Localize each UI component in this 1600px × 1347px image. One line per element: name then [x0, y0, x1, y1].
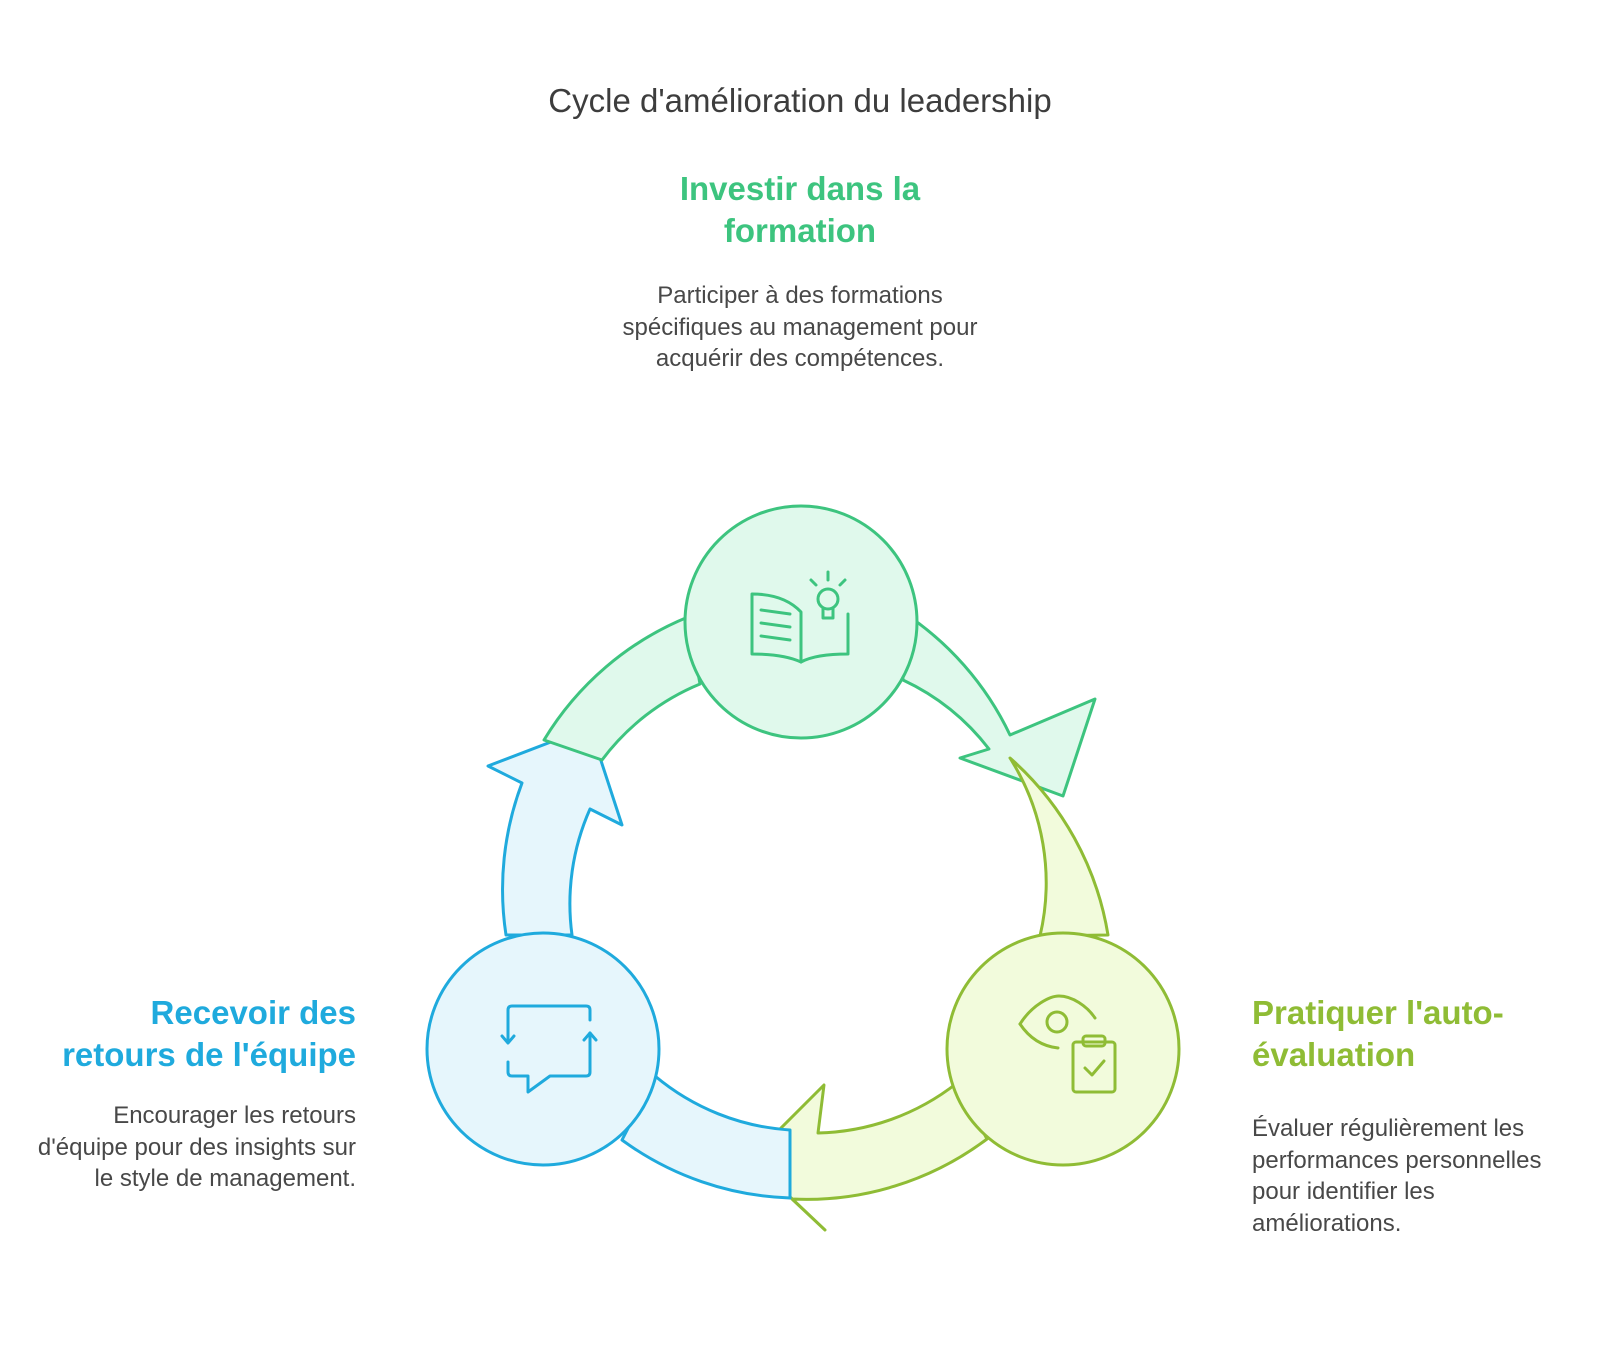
step-heading-team-feedback: Recevoir des retours de l'équipe — [62, 994, 356, 1073]
eye-clipboard-icon — [1018, 994, 1117, 1094]
step-description-team-feedback: Encourager les retours d'équipe pour des… — [37, 1102, 356, 1192]
step-node-self-assessment — [945, 931, 1181, 1167]
diagram-title: Cycle d'amélioration du leadership — [548, 82, 1052, 119]
cycle-arrow-feedback-to-training-head — [486, 725, 624, 937]
step-heading-training: Investir dans la formation — [679, 170, 921, 249]
step-heading-self-assessment: Pratiquer l'auto-évaluation — [1252, 994, 1504, 1073]
step-node-team-feedback — [425, 931, 661, 1167]
step-description-training: Participer à des formations spécifiques … — [622, 282, 978, 372]
feedback-chat-icon — [500, 1004, 598, 1094]
book-lightbulb-icon — [750, 570, 850, 664]
cycle-arrow-training-tail — [542, 615, 702, 762]
cycle-arrow-training-to-assessment — [899, 609, 1097, 798]
cycle-arrow-assessment-to-feedback-head — [748, 1081, 989, 1232]
step-description-self-assessment: Évaluer régulièrement les performances p… — [1252, 1115, 1542, 1237]
